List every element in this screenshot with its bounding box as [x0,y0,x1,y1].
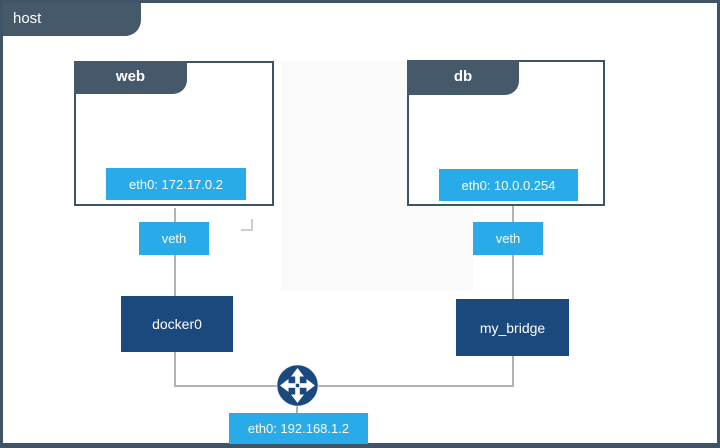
bridge-node-docker0: docker0 [121,296,233,352]
router-icon [276,364,319,407]
container-db-title: db [407,60,519,95]
web-veth-label: veth [139,222,209,255]
connector-web-to-veth [174,208,176,222]
db-veth-label: veth [473,222,543,255]
connector-docker0-down [174,352,176,387]
connector-mybridge-down [512,356,514,387]
container-web-title: web [74,61,187,94]
connector-veth-to-mybridge [512,255,514,299]
db-eth-label: eth0: 10.0.0.254 [439,169,578,201]
web-eth-label: eth0: 172.17.0.2 [106,168,246,200]
connector-router-to-eth [296,406,298,413]
connector-veth-to-docker0 [174,255,176,296]
bridge-node-my-bridge: my_bridge [456,299,569,356]
connector-bridge-bus [174,385,514,387]
corner-artifact [241,219,253,231]
connector-db-to-veth [512,206,514,222]
host-eth-label: eth0: 192.168.1.2 [229,413,368,444]
host-title-tab: host [3,3,141,36]
